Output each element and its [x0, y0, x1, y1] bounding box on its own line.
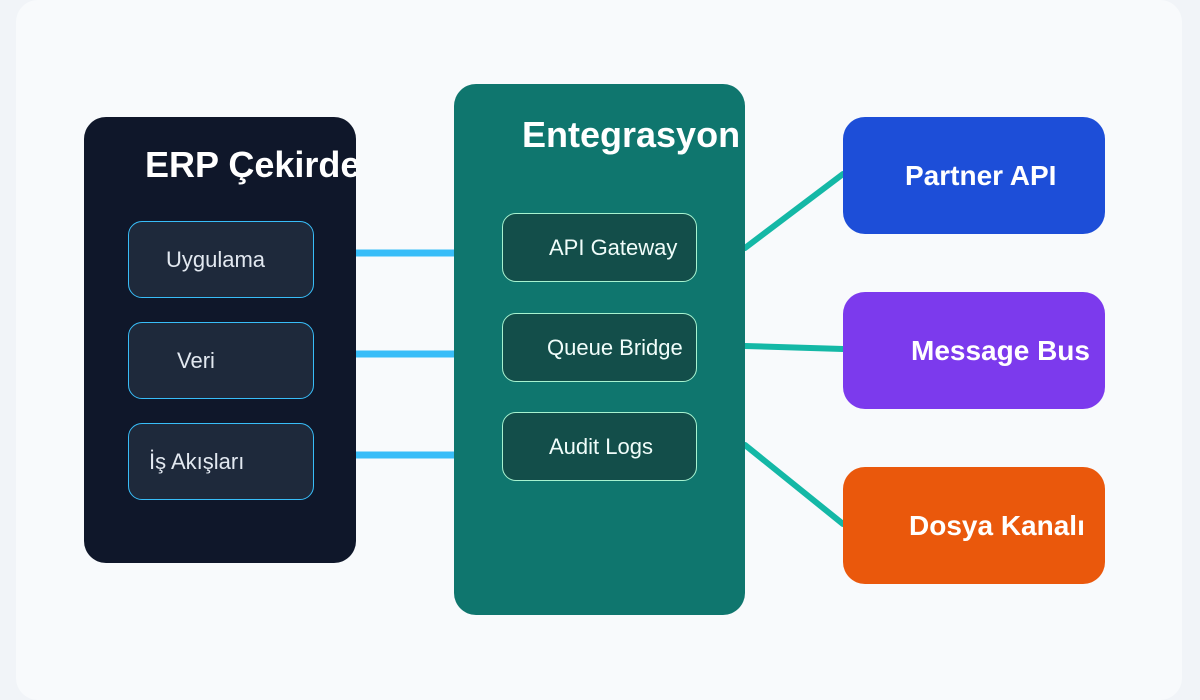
core-module-label: Veri — [177, 347, 215, 373]
link-queue-bus — [742, 343, 846, 352]
link-audit-file — [742, 442, 846, 527]
integration-module-label: Audit Logs — [549, 433, 653, 459]
core-module-label: Uygulama — [166, 246, 266, 272]
target-message-bus[interactable]: Message Bus — [843, 292, 1105, 409]
integration-layer-title: Entegrasyon Katmanı — [522, 114, 745, 155]
integration-layer-panel: Entegrasyon Katmanı API Gateway Queue Br… — [454, 84, 745, 615]
target-label: Partner API — [905, 159, 1057, 191]
link-gateway-partner — [742, 171, 846, 251]
target-partner-api[interactable]: Partner API — [843, 117, 1105, 234]
erp-core-panel: ERP Çekirdek Uygulama Veri İş Akışları — [84, 117, 356, 563]
integration-module-audit-logs[interactable]: Audit Logs — [502, 412, 697, 481]
core-module-uygulama[interactable]: Uygulama — [128, 221, 314, 298]
integration-module-queue-bridge[interactable]: Queue Bridge — [502, 313, 697, 382]
erp-core-title: ERP Çekirdek — [145, 144, 356, 185]
core-module-is-akislari[interactable]: İş Akışları — [128, 423, 314, 500]
target-label: Dosya Kanalı — [909, 509, 1085, 541]
integration-module-label: Queue Bridge — [547, 334, 683, 360]
target-dosya-kanali[interactable]: Dosya Kanalı — [843, 467, 1105, 584]
integration-module-api-gateway[interactable]: API Gateway — [502, 213, 697, 282]
core-module-veri[interactable]: Veri — [128, 322, 314, 399]
core-module-label: İş Akışları — [149, 448, 245, 474]
target-label: Message Bus — [911, 334, 1090, 366]
integration-module-label: API Gateway — [549, 234, 678, 260]
